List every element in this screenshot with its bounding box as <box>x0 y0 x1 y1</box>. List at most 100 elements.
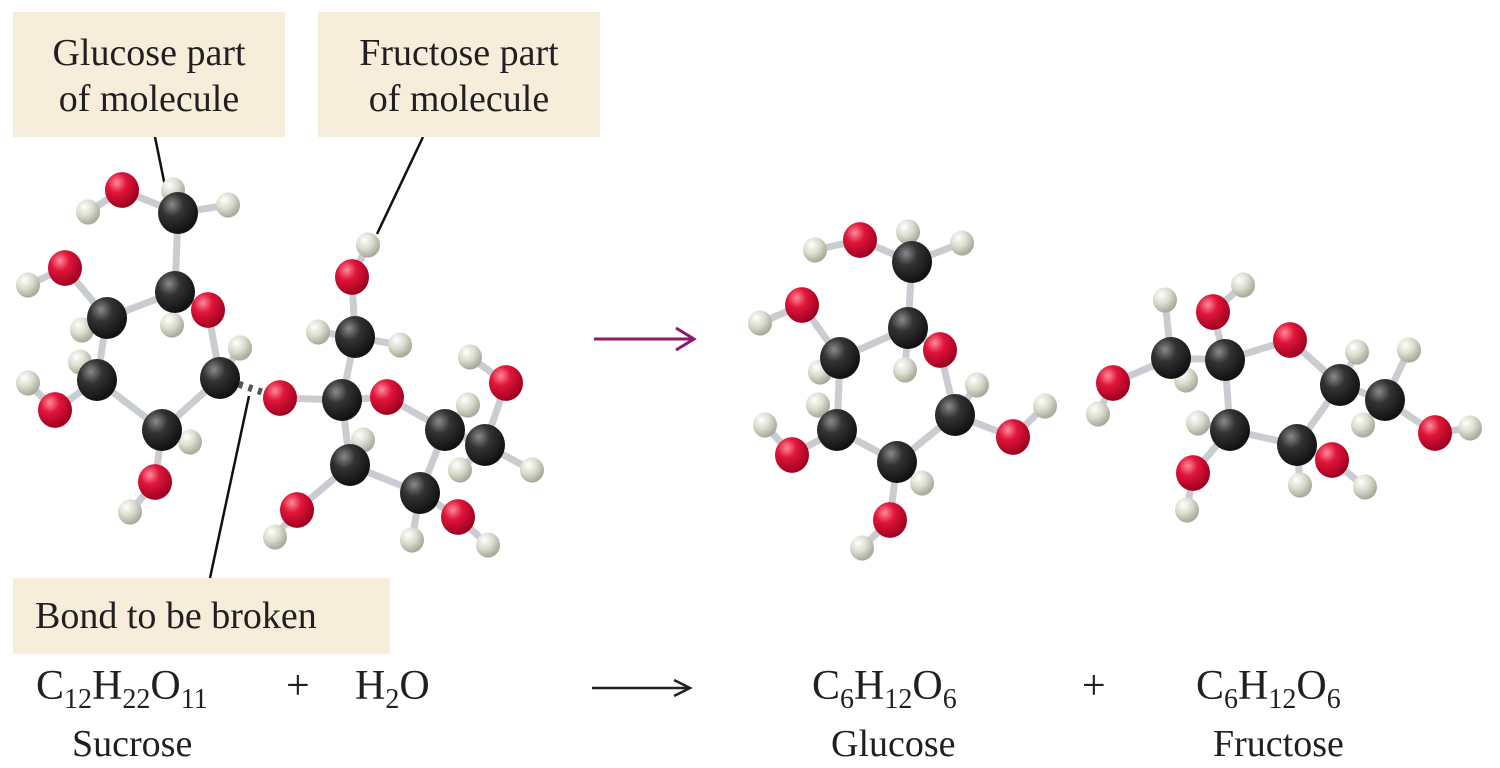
hydrogen-atom <box>388 332 412 358</box>
hydrogen-atom <box>850 535 874 561</box>
hydrogen-atom <box>1186 410 1210 436</box>
hydrogen-atom <box>456 392 480 418</box>
subscript: 6 <box>942 684 957 715</box>
hydrogen-atom <box>896 219 920 245</box>
element-symbol: C <box>36 663 65 709</box>
sucrose-formula: C12H22O11 <box>36 662 208 716</box>
carbon-atom <box>888 307 928 349</box>
reaction-arrow-top <box>594 326 697 352</box>
bond-callout-line <box>208 395 251 579</box>
subscript: 6 <box>1326 684 1341 715</box>
element-symbol: O <box>1296 663 1327 709</box>
oxygen-atom <box>996 419 1030 455</box>
subscript: 6 <box>840 684 855 715</box>
element-symbol: C <box>812 663 841 709</box>
hydrogen-atom <box>803 237 827 263</box>
hydrogen-atom <box>748 310 772 336</box>
element-symbol: O <box>912 663 943 709</box>
glucose-callout-line <box>153 136 167 187</box>
oxygen-atom <box>873 502 907 538</box>
carbon-atom <box>1320 364 1360 406</box>
subscript: 22 <box>122 684 151 715</box>
carbon-atom <box>87 297 127 339</box>
hydrogen-atom <box>806 392 830 418</box>
hydrogen-atom <box>1153 287 1177 313</box>
hydrogen-atom <box>893 357 917 383</box>
oxygen-atom <box>775 437 809 473</box>
oxygen-atom <box>441 499 475 535</box>
hydrogen-atom <box>1175 497 1199 523</box>
carbon-atom <box>322 379 362 421</box>
oxygen-atom <box>335 259 369 295</box>
hydrogen-atom <box>16 272 40 298</box>
hydrogen-atom <box>178 429 202 455</box>
callout-line-2: of molecule <box>58 78 240 120</box>
carbon-atom <box>1365 379 1405 421</box>
carbon-atom <box>1210 409 1250 451</box>
fructose-part-callout: Fructose part of molecule <box>318 12 600 137</box>
carbon-atom <box>330 444 370 486</box>
oxygen-atom <box>1418 415 1452 451</box>
plus-sign: + <box>286 663 310 709</box>
subscript: 12 <box>64 684 93 715</box>
carbon-atom <box>817 409 857 451</box>
carbon-atom <box>892 241 932 283</box>
carbon-atom <box>877 441 917 483</box>
hydrogen-atom <box>118 499 142 525</box>
callout-line-1: Fructose part <box>359 32 559 74</box>
element-symbol: O <box>150 663 181 709</box>
subscript: 12 <box>884 684 913 715</box>
hydrogen-atom <box>753 412 777 438</box>
carbon-atom <box>425 409 465 451</box>
bond-callout: Bond to be broken <box>13 578 390 654</box>
subscript: 6 <box>1224 684 1239 715</box>
hydrogen-atom <box>400 527 424 553</box>
carbon-atom <box>335 316 375 358</box>
carbon-atom <box>820 337 860 379</box>
carbon-atom <box>200 357 240 399</box>
oxygen-atom <box>785 287 819 323</box>
oxygen-atom <box>138 464 172 500</box>
hydrogen-atom <box>306 319 330 345</box>
hydrogen-atom <box>1458 415 1482 441</box>
oxygen-atom <box>1315 442 1349 478</box>
carbon-atom <box>935 394 975 436</box>
hydrogen-atom <box>1351 412 1375 438</box>
water-formula: H2O <box>355 662 430 716</box>
element-symbol: H <box>92 663 123 709</box>
glucose-label: Glucose <box>831 723 956 765</box>
hydrogen-atom <box>16 370 40 396</box>
fructose-formula: C6H12O6 <box>1196 662 1341 716</box>
callout-line-2: of molecule <box>368 78 550 120</box>
element-symbol: H <box>355 663 386 709</box>
hydrogen-atom <box>1397 337 1421 363</box>
hydrogen-atom <box>1033 393 1057 419</box>
oxygen-atom <box>370 379 404 415</box>
hydrogen-atom <box>910 470 934 496</box>
hydrogen-atom <box>476 532 500 558</box>
hydrogen-atom <box>448 457 472 483</box>
element-symbol: H <box>854 663 885 709</box>
oxygen-atom <box>1273 322 1307 358</box>
glucose-part-callout: Glucose part of molecule <box>13 12 285 137</box>
carbon-atom <box>1151 337 1191 379</box>
sucrose-label: Sucrose <box>72 723 193 765</box>
oxygen-atom <box>191 292 225 328</box>
oxygen-atom <box>1096 365 1130 401</box>
hydrogen-atom <box>458 344 482 370</box>
carbon-atom <box>1205 339 1245 381</box>
oxygen-atom <box>843 222 877 258</box>
hydrogen-atom <box>1345 339 1369 365</box>
reaction-arrow-bottom <box>592 678 693 698</box>
oxygen-atom <box>489 365 523 401</box>
hydrogen-atom <box>1086 401 1110 427</box>
hydrogen-atom <box>356 232 380 258</box>
oxygen-atom <box>263 380 297 416</box>
oxygen-atom <box>38 392 72 428</box>
oxygen-atom <box>105 172 139 208</box>
carbon-atom <box>142 409 182 451</box>
oxygen-atom <box>48 250 82 286</box>
hydrogen-atom <box>520 457 544 483</box>
hydrogen-atom <box>950 230 974 256</box>
